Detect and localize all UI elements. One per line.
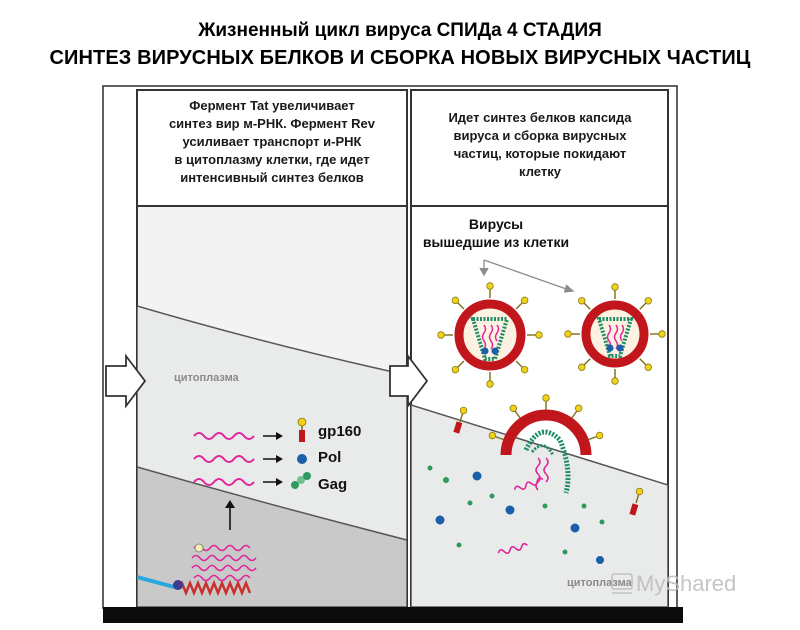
gp160-protein-icon xyxy=(297,417,307,442)
arrow-right-icon xyxy=(389,353,429,409)
protein-dots xyxy=(427,465,605,564)
right-panel: Идет синтез белков капсида вируса и сбор… xyxy=(410,89,669,608)
viruses-label-line-1: Вирусы xyxy=(469,216,523,232)
right-caption-line-2: вируса и сборка вирусных xyxy=(454,128,628,143)
provirus-coil xyxy=(177,579,252,597)
arrow-icon xyxy=(263,478,283,486)
membrane-spike-2 xyxy=(629,486,645,516)
bottom-bar xyxy=(103,607,683,623)
left-caption-line-5: интенсивный синтез белков xyxy=(180,170,364,185)
pol-label: Pol xyxy=(318,449,341,466)
nucleus-region xyxy=(137,466,407,607)
right-caption-line-1: Идет синтез белков капсида xyxy=(448,110,632,125)
gag-label: Gag xyxy=(318,476,347,493)
free-rna-2 xyxy=(497,542,528,555)
polymerase-dot xyxy=(173,580,183,590)
right-caption-line-3: частиц, которые покидают xyxy=(454,146,626,161)
released-virion-1 xyxy=(437,282,543,388)
membrane-spike-1 xyxy=(453,405,469,434)
cap-dot xyxy=(194,543,204,553)
arrow-up-icon xyxy=(225,500,235,530)
arrow-icon xyxy=(263,432,283,440)
viruses-label-line-2: вышедшие из клетки xyxy=(423,234,569,250)
left-caption-line-4: в цитоплазму клетки, где идет xyxy=(174,152,369,167)
released-virion-2 xyxy=(564,283,666,385)
left-caption-line-1: Фермент Tat увеличивает xyxy=(189,98,354,113)
right-caption-box xyxy=(410,89,669,207)
right-cytoplasm-label: цитоплазма xyxy=(567,577,633,589)
left-caption-box xyxy=(136,89,408,207)
gp160-label: gp160 xyxy=(318,423,361,440)
left-panel: Фермент Tat увеличивает синтез вир м-РНК… xyxy=(136,89,408,608)
right-caption-line-4: клетку xyxy=(519,164,562,179)
watermark: MyShared xyxy=(611,571,736,596)
mrna-wave-2 xyxy=(193,455,255,463)
gag-protein-icon xyxy=(291,472,311,489)
watermark-text: MyShared xyxy=(636,571,736,596)
page-subtitle: СИНТЕЗ ВИРУСНЫХ БЕЛКОВ И СБОРКА НОВЫХ ВИ… xyxy=(49,47,751,69)
pointer-arrow-icon xyxy=(479,259,575,293)
arrow-right-icon xyxy=(105,353,147,409)
free-rna-1 xyxy=(513,477,544,490)
mrna-wave-3 xyxy=(193,478,255,486)
page-title: Жизненный цикл вируса СПИДа 4 СТАДИЯ xyxy=(198,20,602,41)
arrow-icon xyxy=(263,455,283,463)
left-caption-line-2: синтез вир м-РНК. Фермент Rev xyxy=(169,116,376,131)
left-caption-line-3: усиливает транспорт и-РНК xyxy=(183,134,362,149)
dna-strand xyxy=(137,575,179,590)
mrna-wave-1 xyxy=(193,432,255,440)
pol-protein-icon xyxy=(297,454,307,464)
left-cytoplasm-label: цитоплазма xyxy=(174,372,240,384)
